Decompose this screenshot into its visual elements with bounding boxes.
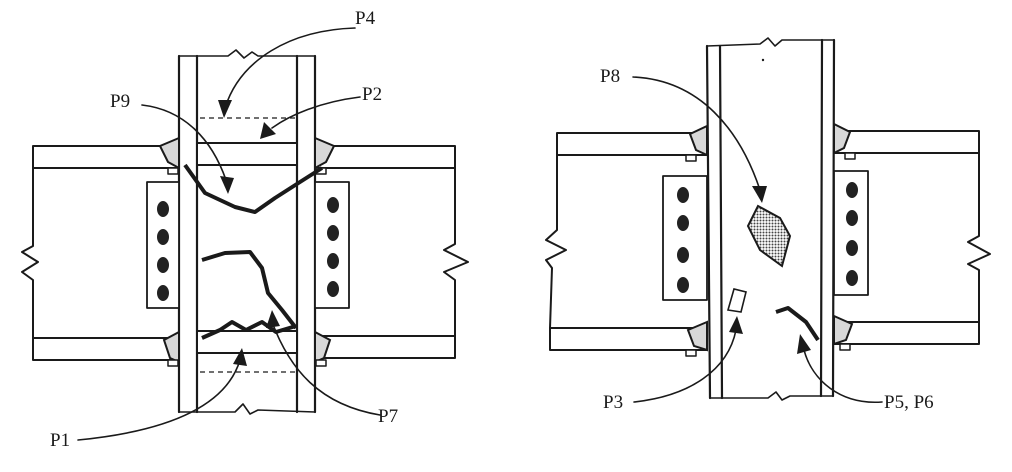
defect-p5-p6 (775, 306, 820, 342)
label-p9: P9 (110, 91, 130, 112)
leader-p7 (271, 321, 381, 416)
arrowhead-p9 (220, 176, 234, 194)
label-p7: P7 (378, 406, 398, 427)
arrowhead-p4 (218, 100, 232, 118)
arrowhead-p1 (233, 348, 247, 366)
label-p3: P3 (603, 392, 623, 413)
crack-p7 (201, 250, 298, 330)
left-column (177, 49, 317, 415)
label-p5-p6: P5, P6 (884, 392, 934, 413)
crack-p9 (183, 163, 324, 214)
arrowhead-p5-p6 (797, 334, 811, 354)
label-p4: P4 (355, 8, 376, 29)
right-beam-left (545, 132, 708, 351)
right-shear-tab-right (833, 170, 869, 296)
left-shear-tab-left (146, 181, 180, 309)
arrowhead-p7 (266, 310, 280, 328)
defect-p8 (746, 204, 792, 268)
arrowhead-p2 (260, 122, 276, 139)
leader-p1 (77, 359, 241, 441)
defect-p3 (726, 288, 747, 313)
leader-p8 (632, 76, 761, 191)
right-connection: P8 P3 P5, P6 (545, 37, 991, 413)
left-welds (158, 136, 336, 367)
label-p1: P1 (50, 430, 70, 451)
left-shear-tab-right (314, 181, 350, 309)
right-beam-right (833, 130, 991, 345)
leader-p3 (633, 329, 737, 403)
label-p8: P8 (600, 66, 620, 87)
leader-p4 (224, 27, 356, 109)
left-connection: P4 P2 P9 P7 P1 (21, 8, 469, 451)
leader-p2 (271, 96, 361, 129)
right-welds (685, 122, 856, 357)
arrowhead-p8 (752, 186, 767, 203)
left-top-continuity-plate (196, 142, 298, 166)
label-p2: P2 (362, 84, 382, 105)
leader-p9 (141, 104, 227, 181)
leader-p5-p6 (803, 349, 883, 403)
left-beam-right (314, 145, 469, 359)
right-shear-tab-left (662, 175, 708, 301)
arrowhead-p3 (729, 316, 743, 334)
